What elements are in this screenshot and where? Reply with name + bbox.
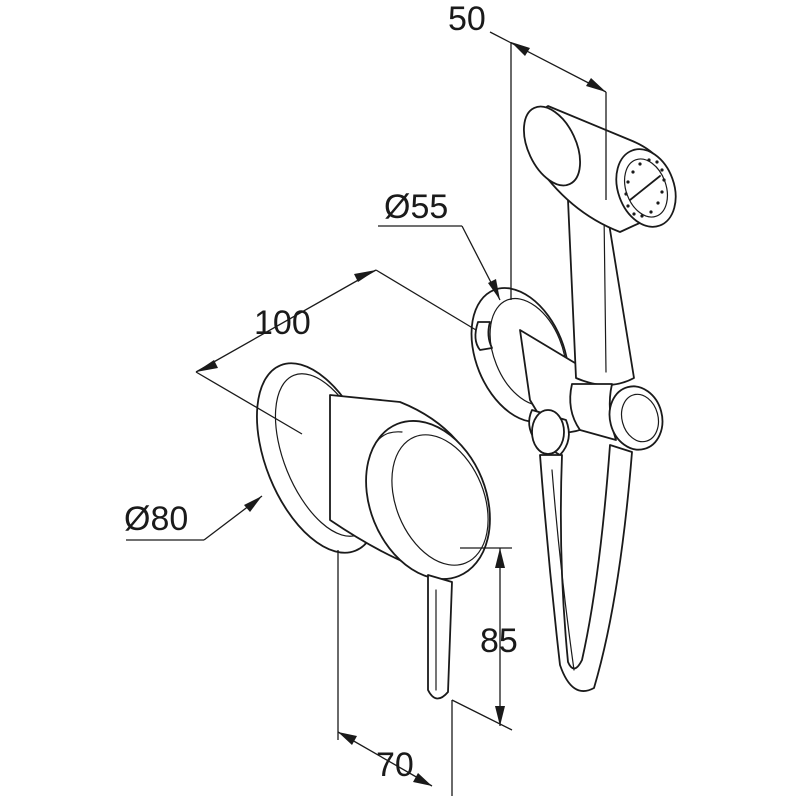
spray-nozzle-slot: [629, 175, 661, 201]
spray-head-back: [523, 105, 581, 187]
dimension-d80: Ø80: [124, 495, 263, 541]
connector-nut: [531, 409, 565, 455]
dimension-70: 70: [337, 550, 453, 796]
mixer-lever: [427, 574, 453, 700]
mixer-valve: [256, 362, 491, 700]
dimension-85: 85: [451, 547, 518, 731]
bidet-spray-set: [470, 105, 677, 692]
holder-stub: [474, 321, 493, 351]
holder-knob: [608, 385, 664, 451]
dim-label-50: 50: [448, 0, 486, 38]
spray-nozzle-holes: [624, 158, 666, 218]
holder-knob-base: [569, 383, 617, 441]
dim-label-100: 100: [254, 304, 311, 342]
dim-label-85: 85: [480, 622, 518, 660]
dim-label-70: 70: [376, 746, 414, 784]
spray-hose: [539, 444, 633, 692]
mixer-cap-edge: [371, 431, 403, 451]
dimension-50: 50: [448, 0, 607, 300]
holder-knob-face: [620, 393, 660, 443]
dim-label-d80: Ø80: [124, 500, 188, 538]
mixer-handle-cap: [365, 420, 491, 580]
mixer-cap-face: [391, 434, 489, 566]
hose-edge: [551, 469, 575, 671]
dimension-d55: Ø55: [378, 188, 501, 301]
dim-label-d55: Ø55: [384, 188, 448, 226]
spray-handle-edge: [603, 211, 607, 373]
dimension-100: 100: [195, 269, 477, 435]
